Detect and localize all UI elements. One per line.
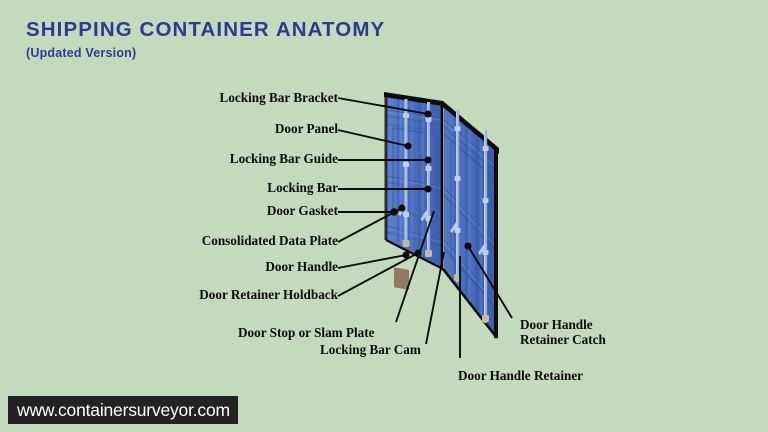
locking-bar-cam-1 (402, 240, 410, 247)
callout-door-handle-retainer: Door Handle Retainer (458, 368, 584, 383)
locking-bar-2 (425, 102, 432, 257)
callout-door-retainer-holdback: Door Retainer Holdback (199, 287, 338, 302)
leader-door-stop-or-slam-plate (395, 210, 435, 323)
callout-locking-bar: Locking Bar (267, 180, 338, 195)
callout-locking-bar-bracket: Locking Bar Bracket (219, 90, 338, 105)
door-leaf-right (441, 101, 499, 339)
callout-door-handle-retainer-catch-line1: Door Handle (520, 317, 593, 332)
door-handle-4 (478, 244, 486, 255)
callout-door-handle: Door Handle (265, 259, 338, 274)
website-url-banner: www.containersurveyor.com (8, 396, 238, 424)
website-url-text: www.containersurveyor.com (17, 399, 230, 420)
door-handle-retainer-3 (454, 228, 461, 233)
callout-consolidated-data-plate: Consolidated Data Plate (201, 233, 338, 248)
page-subtitle: (Updated Version) (26, 46, 137, 60)
locking-bar-cam-2 (425, 250, 432, 257)
leader-locking-bar-cam (425, 251, 445, 345)
leader-consolidated-data-plate (337, 207, 403, 243)
locking-bar-guide-1 (403, 162, 409, 167)
leader-door-handle-retainer-catch (467, 245, 513, 319)
door-handle-2 (420, 210, 429, 221)
callout-door-stop-or-slam-plate: Door Stop or Slam Plate (238, 325, 375, 340)
callout-locking-bar-guide: Locking Bar Guide (229, 151, 338, 166)
door-panel-right-corrugation (444, 108, 496, 326)
door-leaf-left (384, 92, 443, 290)
leader-lines (337, 97, 513, 358)
door-bottom-edge-right (441, 268, 499, 339)
door-handle-3 (450, 222, 458, 233)
leader-door-panel (337, 129, 409, 147)
page-title: SHIPPING CONTAINER ANATOMY (26, 18, 386, 41)
locking-bars (398, 99, 489, 323)
locking-bar-4 (482, 130, 489, 323)
leader-locking-bar-bracket (337, 97, 429, 115)
consolidated-data-plate-decal (394, 267, 409, 290)
callout-door-gasket: Door Gasket (266, 203, 338, 218)
leader-door-handle (337, 254, 407, 269)
callout-locking-bar-cam: Locking Bar Cam (320, 342, 421, 357)
callout-door-handle-retainer-catch-line2: Retainer Catch (520, 332, 606, 347)
door-handle-retainer-catch-4 (482, 250, 489, 255)
callout-door-panel: Door Panel (274, 121, 338, 136)
locking-bar-bracket-1 (403, 113, 409, 118)
leader-door-retainer-holdback (337, 252, 419, 297)
locking-bar-1 (402, 99, 410, 247)
